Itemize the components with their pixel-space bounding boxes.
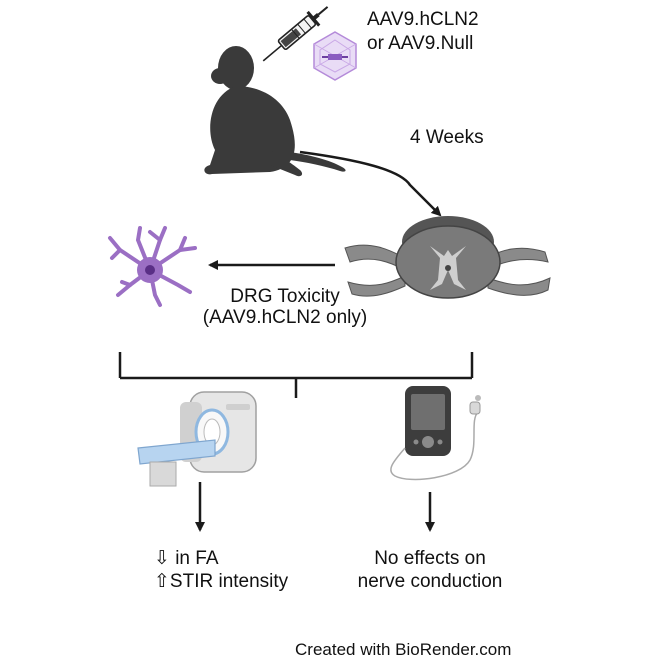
treatment-label-line1: AAV9.hCLN2 bbox=[367, 9, 479, 30]
syringe-icon bbox=[262, 6, 329, 62]
drg-toxicity-line1: DRG Toxicity bbox=[230, 286, 340, 307]
conduction-outcome-line1: No effects on bbox=[374, 548, 486, 569]
nerve-conduction-device-icon bbox=[390, 386, 481, 481]
drg-toxicity-line2: (AAV9.hCLN2 only) bbox=[202, 307, 368, 328]
timepoint-label: 4 Weeks bbox=[410, 127, 484, 148]
mri-outcome-line2: ⇧STIR intensity bbox=[154, 571, 289, 592]
mri-outcome-line1: ⇩ in FA bbox=[154, 548, 219, 569]
mri-scanner-icon bbox=[137, 391, 257, 487]
spinal-cord-drg-icon bbox=[344, 216, 551, 299]
neuron-icon bbox=[108, 226, 197, 307]
treatment-label-line2: or AAV9.Null bbox=[367, 33, 474, 54]
aav-capsid-icon bbox=[313, 31, 357, 81]
monkey-icon bbox=[204, 46, 346, 177]
bracket bbox=[118, 352, 474, 398]
biorender-credit: Created with BioRender.com bbox=[295, 640, 512, 659]
conduction-outcome-line2: nerve conduction bbox=[357, 571, 503, 592]
arrow-monkey-to-spinal-cord bbox=[299, 150, 442, 217]
